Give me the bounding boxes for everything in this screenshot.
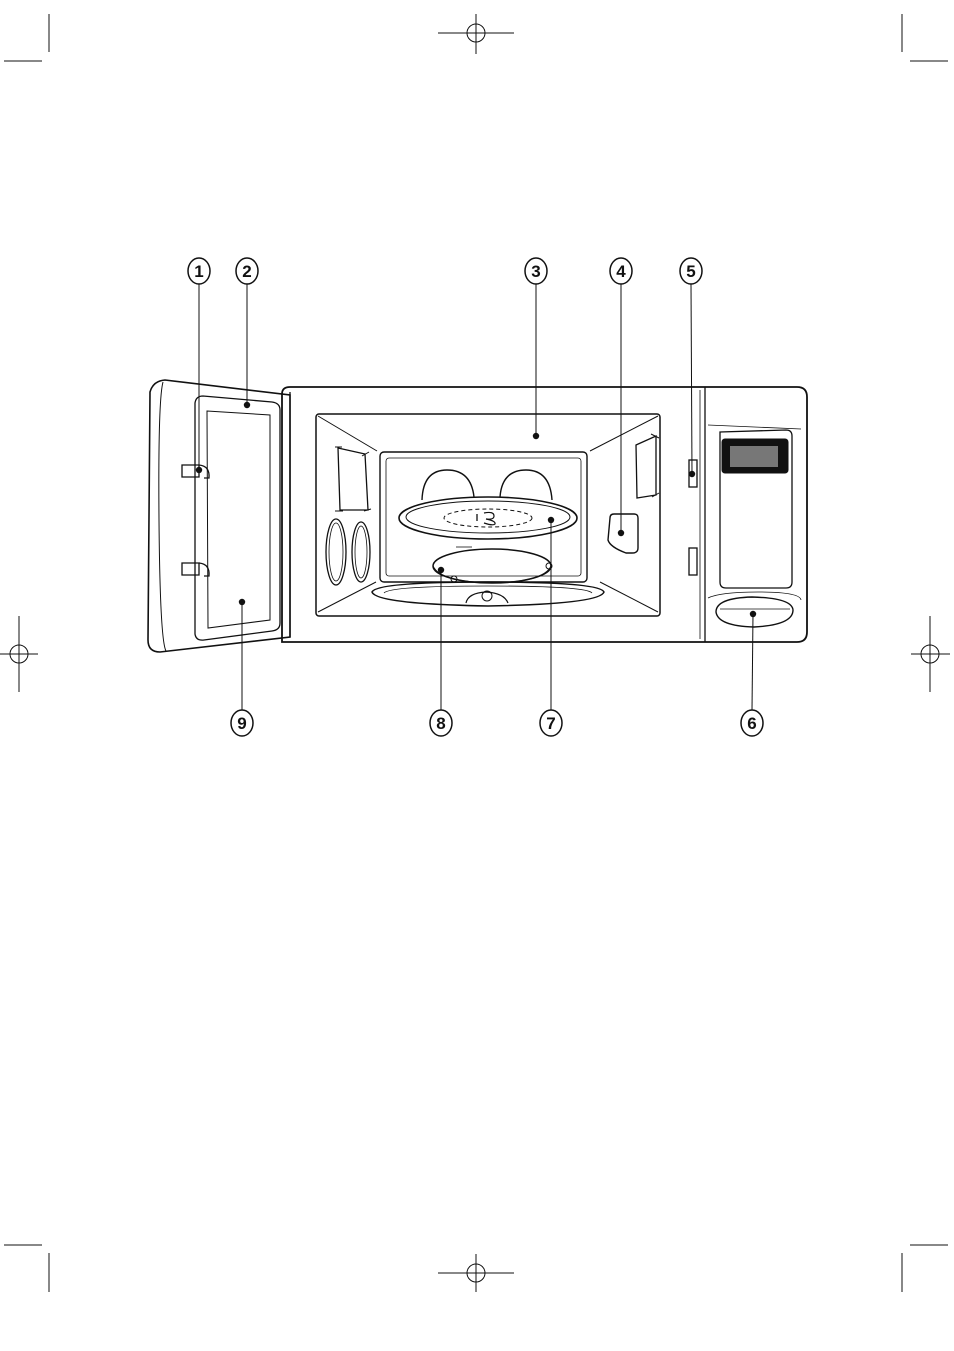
- callout-9: 9: [231, 599, 253, 736]
- callout-5: 5: [680, 258, 702, 477]
- registration-target-left: [0, 616, 38, 692]
- microwave-illustration: [148, 380, 807, 652]
- callout-number-label: 5: [686, 262, 695, 281]
- registration-target-right: [911, 616, 950, 692]
- callout-dot: [689, 471, 695, 477]
- callout-number-label: 3: [531, 262, 540, 281]
- callout-number-label: 1: [194, 262, 203, 281]
- callout-leader-line: [691, 284, 692, 474]
- callout-dot: [196, 467, 202, 473]
- callout-leader-line: [752, 614, 753, 710]
- callout-dot: [533, 433, 539, 439]
- callout-number-label: 6: [747, 714, 756, 733]
- registration-target-top: [438, 14, 514, 54]
- callout-dot: [244, 402, 250, 408]
- callout-number-label: 9: [237, 714, 246, 733]
- turntable-floor: [372, 582, 604, 606]
- callout-6: 6: [741, 611, 763, 736]
- cavity-back-mounds: [422, 470, 552, 500]
- callout-8: 8: [430, 567, 452, 736]
- callout-3: 3: [525, 258, 547, 439]
- callout-2: 2: [236, 258, 258, 408]
- roller-ring: [433, 547, 552, 583]
- callout-number-label: 8: [436, 714, 445, 733]
- callout-dot: [438, 567, 444, 573]
- callout-number-label: 7: [546, 714, 555, 733]
- callout-4: 4: [610, 258, 632, 536]
- callout-7: 7: [540, 517, 562, 736]
- crop-marks: [4, 14, 948, 1292]
- callout-dot: [750, 611, 756, 617]
- control-panel: [708, 425, 801, 627]
- registration-target-bottom: [438, 1254, 514, 1292]
- callout-dot: [239, 599, 245, 605]
- callout-dot: [618, 530, 624, 536]
- callout-number-label: 4: [616, 262, 626, 281]
- callout-number-label: 2: [242, 262, 251, 281]
- open-door: [148, 380, 290, 652]
- door-interlock-slots: [689, 460, 697, 575]
- callout-dot: [548, 517, 554, 523]
